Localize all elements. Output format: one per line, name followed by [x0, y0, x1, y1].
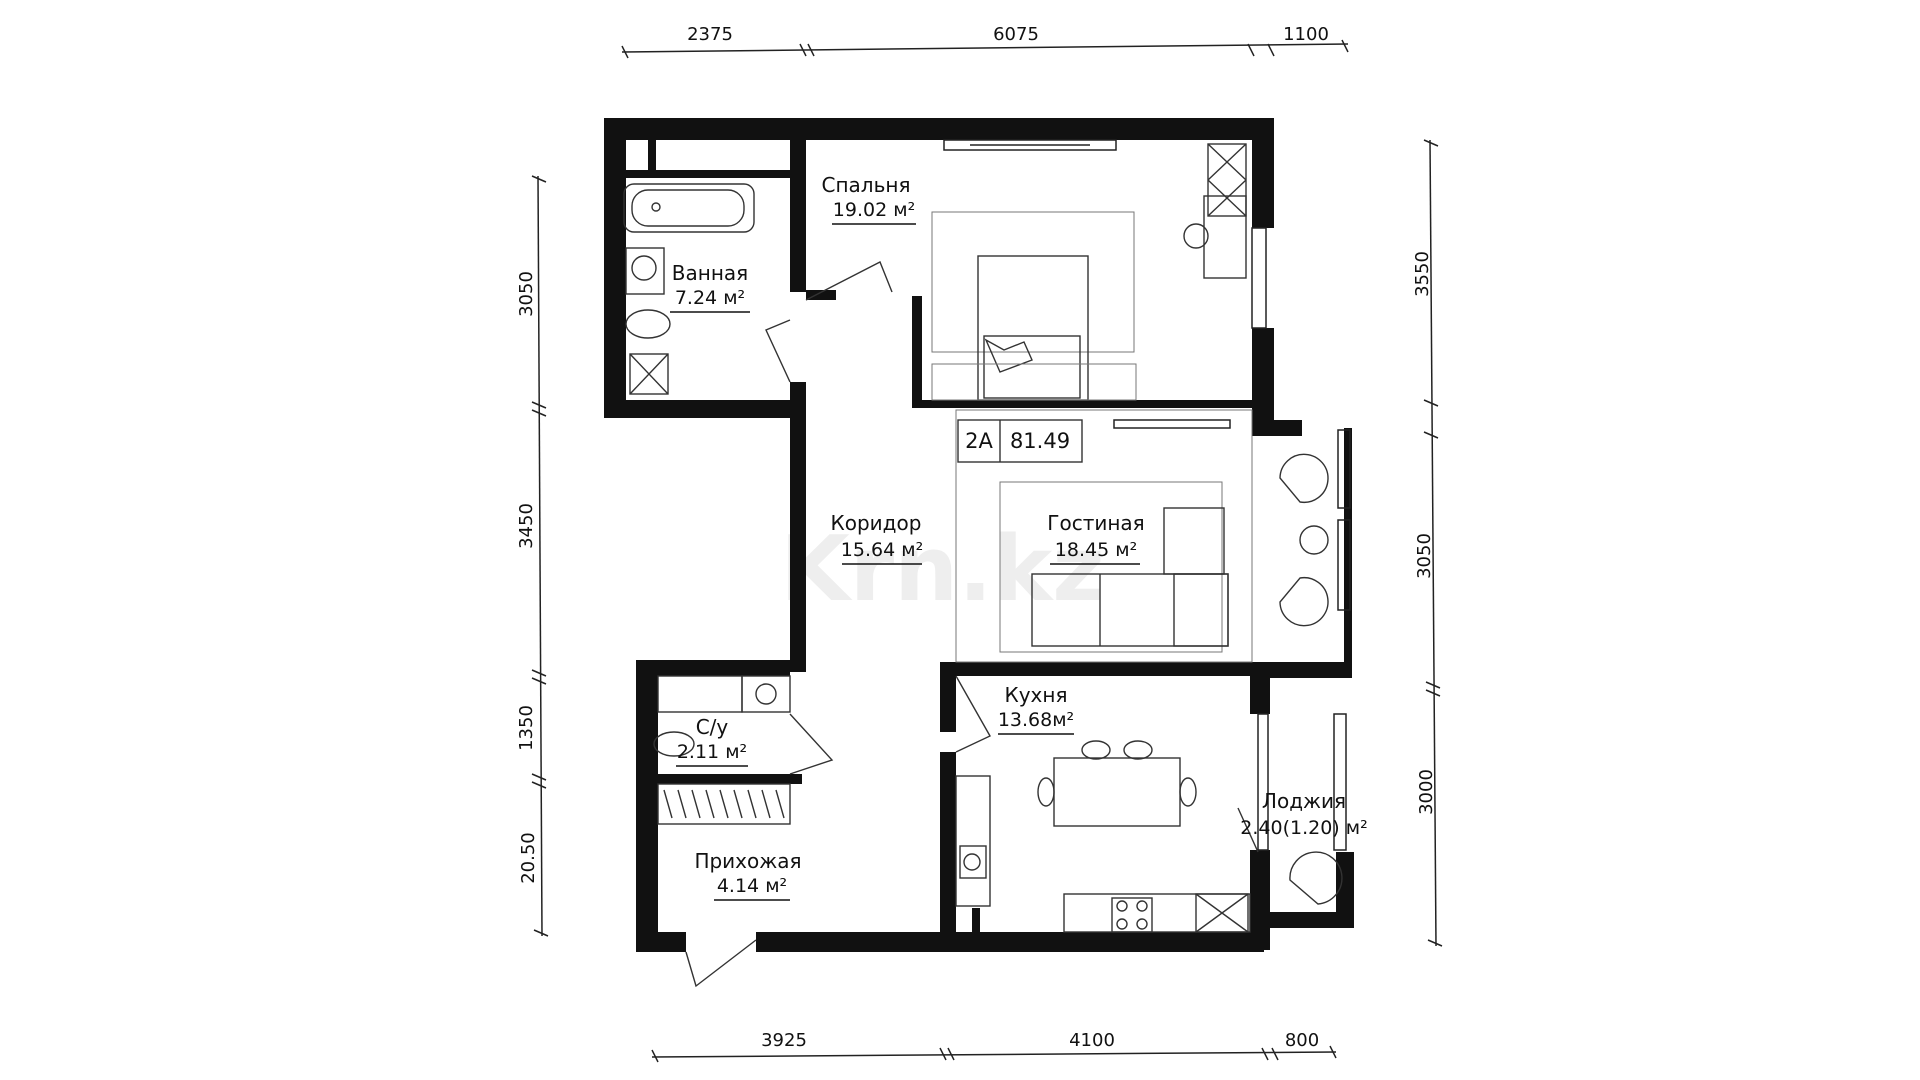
dim-bottom-3: 800 — [1285, 1030, 1319, 1051]
room-name-bathroom: Ванная — [672, 261, 748, 285]
living-furniture — [955, 409, 1329, 663]
apartment-badge: 2А 81.49 — [957, 419, 1083, 463]
walls — [604, 118, 1354, 952]
room-name-corridor: Коридор — [831, 511, 922, 535]
dimension-lines — [531, 39, 1443, 1063]
dim-top-1: 2375 — [687, 24, 733, 45]
kitchen-furniture — [955, 740, 1343, 933]
room-name-living: Гостиная — [1047, 511, 1144, 535]
room-name-wc: С/у — [696, 715, 729, 739]
dim-left-3: 1350 — [516, 705, 537, 751]
room-name-hallway: Прихожая — [694, 849, 801, 873]
dim-right-1: 3550 — [1412, 251, 1433, 297]
dim-left-4: 20.50 — [518, 832, 539, 884]
room-area-hallway: 4.14 м² — [717, 875, 787, 897]
windows — [943, 139, 1351, 851]
dim-top-2: 6075 — [993, 24, 1039, 45]
dim-left-1: 3050 — [516, 271, 537, 317]
room-area-wc: 2.11 м² — [677, 741, 747, 763]
room-area-bathroom: 7.24 м² — [675, 287, 745, 309]
room-area-bedroom: 19.02 м² — [833, 199, 915, 221]
bedroom-furniture — [931, 143, 1247, 401]
room-area-loggia: 2.40(1.20) м² — [1240, 817, 1367, 839]
room-name-bedroom: Спальня — [822, 173, 911, 197]
dim-left-2: 3450 — [516, 503, 537, 549]
apartment-type: 2А — [965, 429, 993, 453]
room-area-living: 18.45 м² — [1055, 539, 1137, 561]
doors — [685, 261, 1259, 988]
room-name-kitchen: Кухня — [1005, 683, 1068, 707]
dim-right-3: 3000 — [1416, 769, 1437, 815]
dim-right-2: 3050 — [1414, 533, 1435, 579]
dim-top-3: 1100 — [1283, 24, 1329, 45]
bathroom-furniture — [623, 183, 755, 395]
room-name-loggia: Лоджия — [1262, 789, 1346, 813]
room-area-corridor: 15.64 м² — [841, 539, 923, 561]
watermark: Krn.kz — [780, 517, 1105, 622]
apartment-total-area: 81.49 — [1010, 429, 1070, 453]
dim-bottom-1: 3925 — [761, 1030, 807, 1051]
room-area-kitchen: 13.68м² — [998, 709, 1074, 731]
dim-bottom-2: 4100 — [1069, 1030, 1115, 1051]
wc-hallway-furniture — [653, 675, 791, 825]
